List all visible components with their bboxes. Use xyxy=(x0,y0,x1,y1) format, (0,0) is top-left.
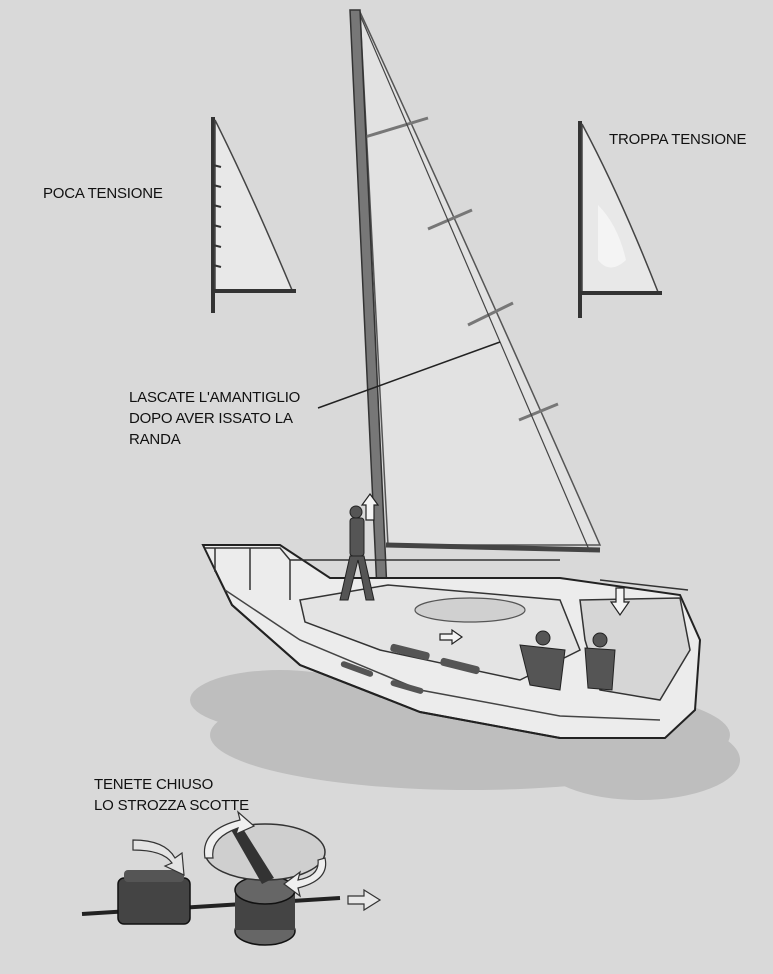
rotation-arrow-icon xyxy=(203,810,327,898)
leader-line xyxy=(317,341,501,409)
sail-low-tension xyxy=(211,117,296,313)
arrow-right-small-icon xyxy=(347,888,382,912)
label-line: RANDA xyxy=(129,431,181,448)
label-text: TROPPA TENSIONE xyxy=(609,131,747,148)
label-line: DOPO AVER ISSATO LA xyxy=(129,410,293,427)
label-troppa-tensione: TROPPA TENSIONE xyxy=(609,129,747,150)
main-sail xyxy=(349,9,602,613)
label-line: LASCATE L'AMANTIGLIO xyxy=(129,389,301,406)
arrow-up-icon xyxy=(360,492,380,521)
winch-assembly xyxy=(81,823,341,946)
arrow-right-icon xyxy=(439,628,464,646)
curved-arrow-icon xyxy=(132,839,185,876)
label-poca-tensione: POCA TENSIONE xyxy=(43,183,163,204)
label-tenete-chiuso: TENETE CHIUSO LO STROZZA SCOTTE xyxy=(94,774,249,816)
crew-figures xyxy=(339,505,616,691)
label-text: POCA TENSIONE xyxy=(43,185,163,202)
label-lascate-amantiglio: LASCATE L'AMANTIGLIO DOPO AVER ISSATO LA… xyxy=(129,387,300,450)
sail-high-tension xyxy=(578,121,662,318)
label-line: LO STROZZA SCOTTE xyxy=(94,797,249,814)
label-line: TENETE CHIUSO xyxy=(94,776,214,793)
arrow-down-icon xyxy=(609,587,631,617)
